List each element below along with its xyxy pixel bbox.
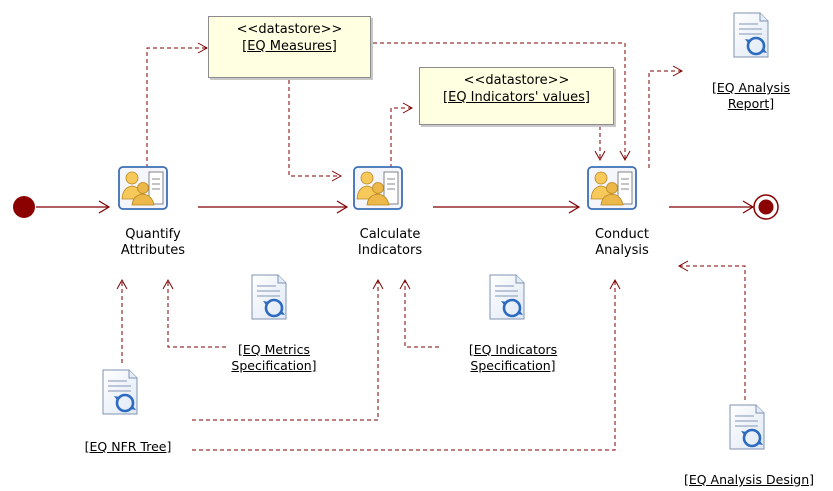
metrics-specification-document-icon	[250, 273, 288, 321]
activity-label-line2: Attributes	[120, 243, 186, 258]
datastore-eq-measures[interactable]: <<datastore>> [EQ Measures]	[208, 16, 371, 78]
conduct-analysis-action-icon	[587, 166, 637, 210]
activity-label-line2: Analysis	[595, 243, 649, 258]
datastore-name: [EQ Indicators' values]	[443, 90, 590, 105]
control-flows	[36, 200, 755, 214]
activity-quantify-attributes-label[interactable]: Quantify Attributes	[103, 227, 203, 259]
datastore-name: [EQ Measures]	[242, 39, 337, 54]
artifact-label-line1: [EQ NFR Tree]	[84, 439, 172, 454]
object-flows	[116, 42, 746, 451]
artifact-eq-nfr-tree-label[interactable]: [EQ NFR Tree]	[63, 439, 193, 455]
activity-label-line2: Indicators	[357, 243, 423, 258]
analysis-report-document-icon	[732, 11, 770, 59]
artifact-label-line2: Report]	[727, 96, 775, 111]
artifact-label-line2: Specification]	[470, 358, 556, 373]
activity-calculate-indicators-label[interactable]: Calculate Indicators	[340, 227, 440, 259]
artifact-eq-indicators-specification-label[interactable]: [EQ Indicators Specification]	[448, 342, 578, 374]
artifact-label-line1: [EQ Analysis Design]	[683, 472, 815, 487]
nfr-tree-document-icon	[101, 368, 139, 416]
artifact-label-line2: Specification]	[231, 358, 317, 373]
analysis-design-document-icon	[728, 403, 766, 451]
final-node	[753, 194, 779, 220]
activity-label-line1: Conduct	[594, 227, 649, 242]
datastore-stereotype: <<datastore>>	[463, 73, 570, 88]
activity-conduct-analysis-label[interactable]: Conduct Analysis	[572, 227, 672, 259]
artifact-label-line1: [EQ Metrics	[238, 342, 310, 357]
artifact-label-line1: [EQ Indicators	[468, 342, 558, 357]
quantify-attributes-action-icon	[118, 166, 168, 210]
artifact-eq-analysis-report-label[interactable]: [EQ Analysis Report]	[693, 80, 809, 112]
artifact-label-line1: [EQ Analysis	[711, 80, 791, 95]
datastore-stereotype: <<datastore>>	[236, 22, 343, 37]
calculate-indicators-action-icon	[353, 166, 403, 210]
artifact-eq-analysis-design-label[interactable]: [EQ Analysis Design]	[668, 472, 830, 488]
activity-label-line1: Quantify	[125, 227, 181, 242]
activity-label-line1: Calculate	[359, 227, 421, 242]
datastore-eq-indicators-values[interactable]: <<datastore>> [EQ Indicators' values]	[419, 67, 614, 125]
artifact-eq-metrics-specification-label[interactable]: [EQ Metrics Specification]	[212, 342, 336, 374]
initial-node	[13, 196, 35, 218]
indicators-specification-document-icon	[488, 273, 526, 321]
